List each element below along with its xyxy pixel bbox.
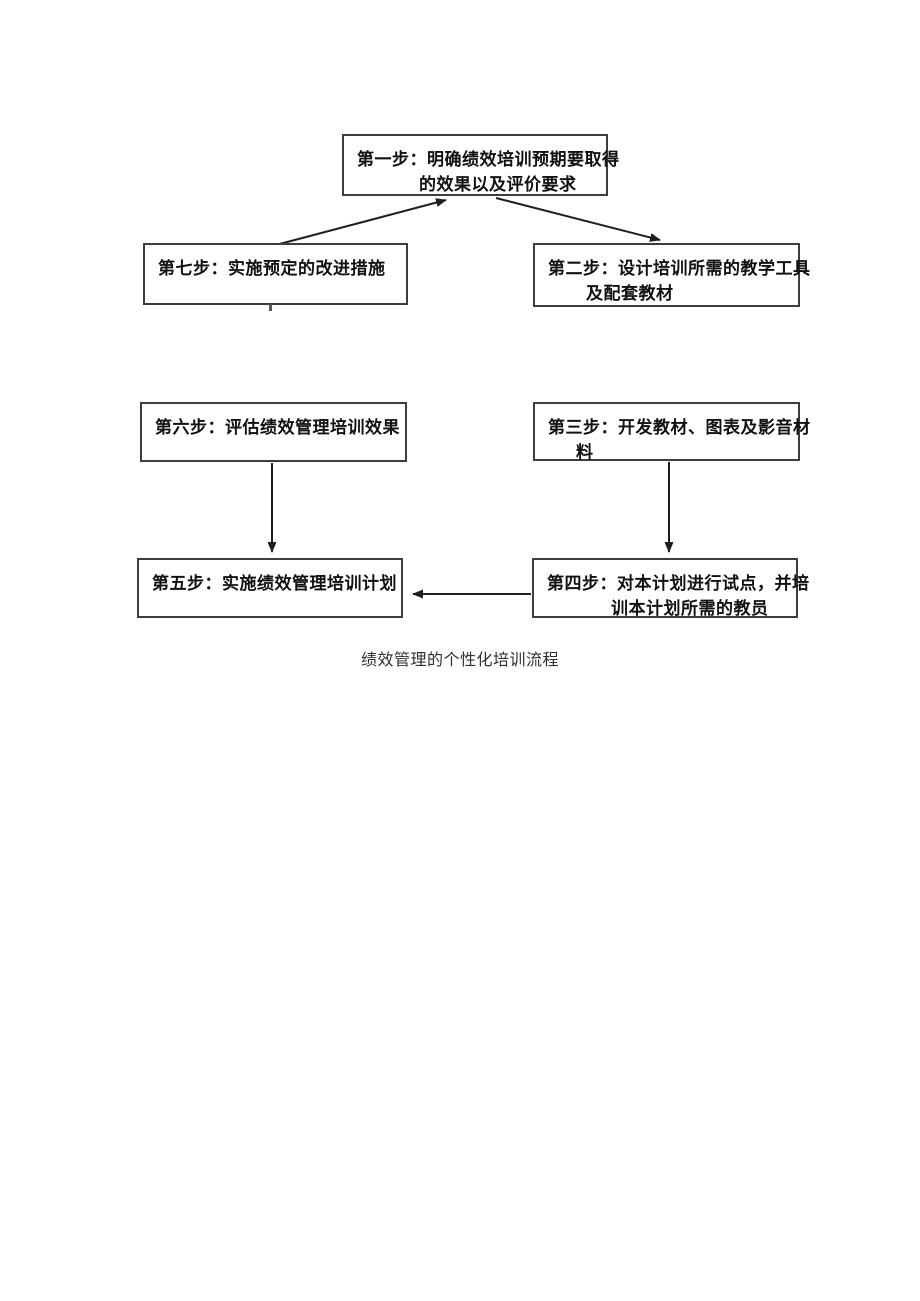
flowchart-box-step-1: 第一步：明确绩效培训预期要取得 的效果以及评价要求 <box>342 134 620 196</box>
step-2-text-line-1: 第二步：设计培训所需的教学工具 <box>548 259 811 278</box>
step-3-text-line-1: 第三步：开发教材、图表及影音材 <box>548 418 811 437</box>
step-3-text-line-2: 料 <box>576 443 594 462</box>
step-4-text-line-1: 第四步：对本计划进行试点，并培 <box>547 574 810 593</box>
arrow-step7-to-step1 <box>271 198 447 247</box>
flowchart-box-step-5: 第五步：实施绩效管理培训计划 <box>137 558 403 618</box>
step-1-text-line-1: 第一步：明确绩效培训预期要取得 <box>357 150 620 169</box>
flowchart-box-step-3: 第三步：开发教材、图表及影音材 料 <box>533 402 811 462</box>
flowchart-box-step-6: 第六步：评估绩效管理培训效果 <box>140 402 407 462</box>
connector-stub <box>269 304 272 311</box>
step-7-text-line-1: 第七步：实施预定的改进措施 <box>158 259 386 278</box>
step-5-text-line-1: 第五步：实施绩效管理培训计划 <box>152 574 397 593</box>
step-2-text-line-2: 及配套教材 <box>586 284 674 303</box>
arrow-step1-to-step2 <box>495 197 661 242</box>
figure-caption: 绩效管理的个性化培训流程 <box>360 652 559 669</box>
step-6-text-line-1: 第六步：评估绩效管理培训效果 <box>155 418 400 437</box>
flowchart-box-step-2: 第二步：设计培训所需的教学工具 及配套教材 <box>533 243 811 307</box>
step-4-text-line-2: 训本计划所需的教员 <box>611 599 769 618</box>
flowchart-box-step-4: 第四步：对本计划进行试点，并培 训本计划所需的教员 <box>532 558 810 618</box>
step-1-text-line-2: 的效果以及评价要求 <box>419 175 577 194</box>
flowchart-box-step-7: 第七步：实施预定的改进措施 <box>143 243 408 305</box>
